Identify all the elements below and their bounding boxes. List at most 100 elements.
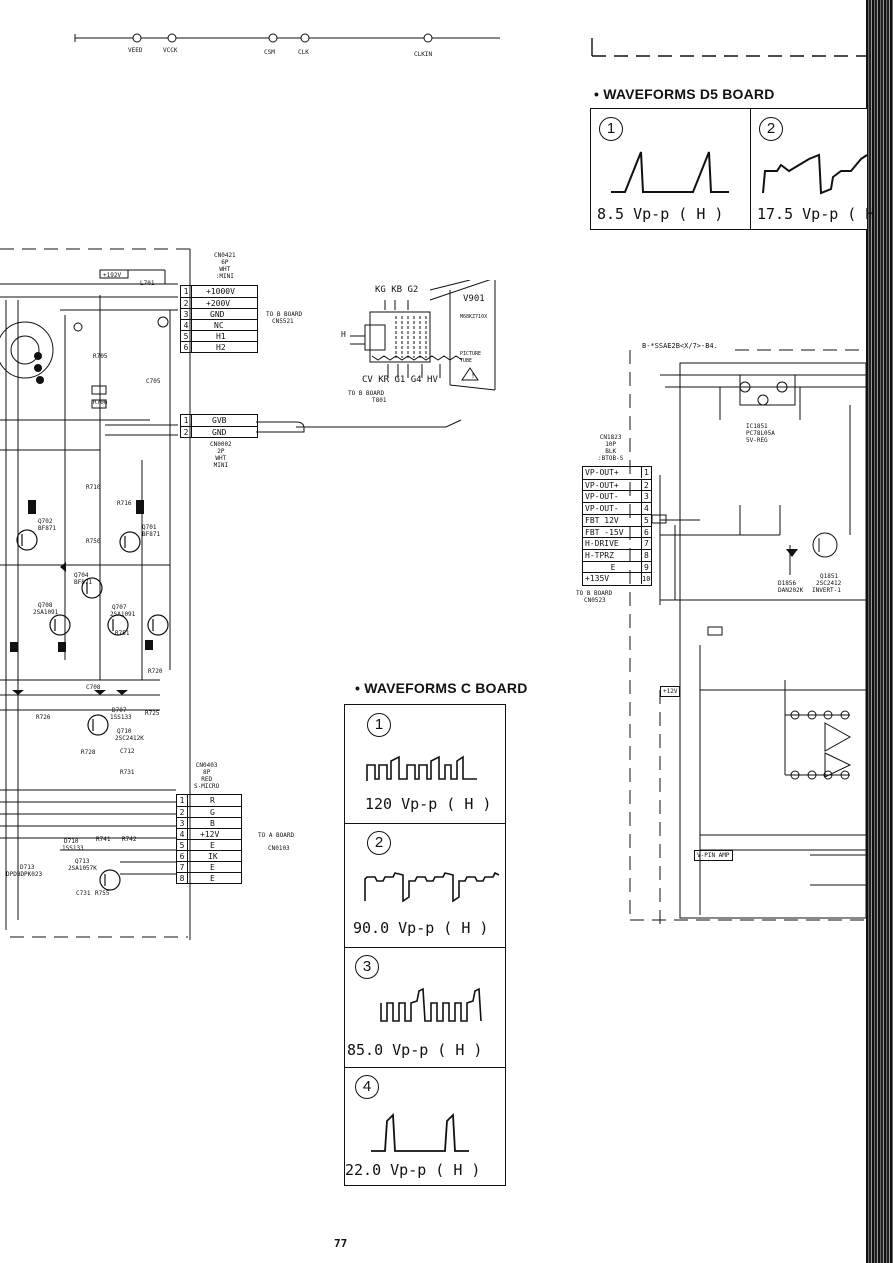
- cn1823-pins-count: 10P: [605, 441, 617, 448]
- d5-transistor-part: 2SC2412: [816, 580, 842, 587]
- cn0403-color: RED: [201, 776, 213, 783]
- c-tag-r705: R705: [93, 353, 108, 360]
- cn0421-pin-1-num: 1: [181, 286, 192, 297]
- d5-wave-2-number: 2: [759, 117, 783, 141]
- crt-to-connector: T801: [372, 397, 387, 404]
- cn0403-pin-8-label: E: [210, 874, 215, 883]
- cn0002-pins-count: 2P: [217, 448, 225, 455]
- d5-waveforms-title: • WAVEFORMS D5 BOARD: [594, 86, 775, 102]
- cn1823-pin-4-num: 4: [644, 504, 649, 514]
- cn1823-pin-5-label: FBT 12V: [583, 514, 642, 526]
- c-wave-2-number: 2: [367, 831, 391, 855]
- cn1823-pin-4-label: VP-OUT-: [583, 503, 642, 515]
- c-waveform-panel-4: 4 22.0 Vp-p ( H ): [345, 1067, 505, 1185]
- d5-12v-tag: +12V: [660, 686, 681, 697]
- c-tag-r750: R750: [86, 538, 101, 545]
- cn0002-type: MINI: [213, 462, 229, 469]
- cn1823-pin-10-num: 10: [642, 575, 651, 584]
- c-tag-d713: D713: [20, 864, 35, 871]
- crt-tube-label: PICTURE TUBE: [460, 351, 481, 365]
- cn0403-type: S-MICRO: [194, 783, 220, 790]
- cn0421-pin-2-label: +200V: [206, 299, 231, 308]
- cn0403-pin-7-label: E: [210, 863, 215, 872]
- c-tag-q713: Q713: [75, 858, 90, 865]
- c-tag-d707-type: 1SS133: [110, 714, 132, 721]
- cn0002-pin-2-label: GND: [212, 428, 227, 437]
- cn0403-pin-4-num: 4: [177, 829, 188, 840]
- c-tag-q710: Q710: [117, 728, 132, 735]
- c-tag-r742: R742: [122, 836, 137, 843]
- cn0403-pin-6: 6 IK: [177, 850, 241, 862]
- board-boundary-top-right: [591, 38, 866, 57]
- cn0403-pin-6-label: IK: [208, 852, 218, 861]
- c-wave-3-trace: [380, 987, 482, 1022]
- c-tag-c708: C708: [86, 684, 101, 691]
- c-tag-r706: R706: [93, 399, 108, 406]
- crt-bottom-pins: CV KR G1 G4 HV: [362, 375, 438, 385]
- c-tag-q701-type: BF871: [142, 531, 161, 538]
- c-tag-q708: Q708: [38, 602, 53, 609]
- cn0421-id: CN0421: [214, 252, 236, 259]
- d5-diode-part: DAN202K: [778, 587, 804, 594]
- d5-ic-label: IC1851 PC78L05A 5V-REG: [746, 423, 775, 444]
- cn0403-pin-4-label: +12V: [200, 830, 220, 839]
- c-waveforms-title: • WAVEFORMS C BOARD: [355, 680, 528, 696]
- cn0421-to-connector: CN5521: [272, 318, 294, 325]
- cn0002-pin-1-label: GVB: [212, 416, 227, 425]
- cn1823-connector: VP-OUT+1 VP-OUT+2 VP-OUT-3 VP-OUT-4 FBT …: [582, 466, 652, 586]
- top-connector-strip: [74, 33, 500, 43]
- c-tag-r751: R751: [115, 630, 130, 637]
- c-tag-q702-type: BF871: [38, 525, 57, 532]
- cn1823-pin-3: VP-OUT-3: [583, 490, 651, 503]
- top-label-csm: CSM: [264, 49, 275, 56]
- cn1823-pin-3-num: 3: [644, 492, 649, 502]
- cn1823-pin-7-num: 7: [644, 539, 649, 549]
- d5-board-schematic: [629, 349, 866, 925]
- d5-wave-1-value: 8.5 Vp-p ( H ): [597, 205, 724, 223]
- cn1823-pin-1: VP-OUT+1: [583, 467, 651, 478]
- c-tag-q710-type: 2SC2412K: [115, 735, 144, 742]
- cn1823-pin-10-label: +135V: [583, 573, 642, 585]
- c-tag-c712: C712: [120, 748, 135, 755]
- top-label-clk: CLK: [298, 49, 309, 56]
- cn0403-pin-5-label: E: [210, 841, 215, 850]
- cn1823-color: BLK: [605, 448, 617, 455]
- cn1823-header: CN1823 10P BLK :BTOB-S: [598, 434, 623, 462]
- cn1823-pin-9-label: E: [583, 561, 642, 573]
- d5-waveform-panel-1: 1 8.5 Vp-p ( H ): [590, 108, 752, 230]
- cn0421-type: :MINI: [215, 273, 234, 280]
- cn0403-pin-3-label: B: [210, 819, 215, 828]
- cn0403-pin-6-num: 6: [177, 851, 188, 862]
- d5-wave-1-trace: [611, 151, 729, 193]
- crt-tube-code: M68KZ710X: [460, 314, 488, 320]
- crt-h-label: H: [341, 330, 346, 339]
- cn0403-pin-2-label: G: [210, 808, 215, 817]
- scan-edge-bar: [866, 0, 893, 1263]
- cn0421-pin-3-num: 3: [181, 309, 192, 320]
- cn1823-pin-1-label: VP-OUT+: [583, 467, 642, 478]
- top-label-clkin: CLKIN: [414, 51, 433, 58]
- crt-socket-diagram: !: [350, 280, 496, 391]
- c-wave-3-value: 85.0 Vp-p ( H ): [347, 1041, 483, 1059]
- c-board-schematic: [0, 248, 195, 940]
- d5-diode-label: D1856 DAN202K: [778, 580, 803, 594]
- cn0403-pin-2-num: 2: [177, 807, 188, 818]
- top-label-veed: VEED: [128, 47, 143, 54]
- cn1823-pin-2: VP-OUT+2: [583, 478, 651, 491]
- c-tag-q704-type: BF871: [74, 579, 93, 586]
- d5-wave-1-number: 1: [599, 117, 623, 141]
- cn1823-to-board: TO B BOARD: [576, 590, 613, 597]
- d5-waveform-panel-2: 2 17.5 Vp-p ( H: [750, 108, 874, 230]
- c-wave-4-value: 22.0 Vp-p ( H ): [345, 1161, 481, 1179]
- c-wave-1-number: 1: [367, 713, 391, 737]
- cn0421-pin-4-label: NC: [214, 321, 224, 330]
